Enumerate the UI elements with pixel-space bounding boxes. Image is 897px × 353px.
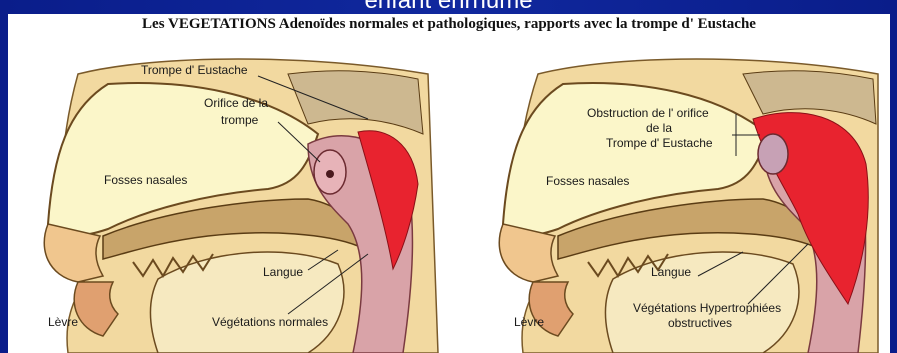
right-tube-orifice bbox=[758, 134, 788, 174]
illustration-plate: Les VEGETATIONS Adenoïdes normales et pa… bbox=[8, 14, 890, 353]
right-label-obstruction-1: Obstruction de l' orifice bbox=[587, 106, 709, 120]
left-label-levre: Lèvre bbox=[48, 315, 78, 329]
left-label-orifice-1: Orifice de la bbox=[204, 96, 268, 110]
right-label-langue: Langue bbox=[651, 265, 691, 279]
left-label-vegetations: Végétations normales bbox=[212, 315, 328, 329]
right-label-obstruction-2: de la bbox=[646, 121, 672, 135]
left-label-langue: Langue bbox=[263, 265, 303, 279]
left-label-fosses: Fosses nasales bbox=[104, 173, 187, 187]
left-head: Trompe d' Eustache Orifice de la trompe … bbox=[44, 59, 438, 353]
anatomy-illustrations: Trompe d' Eustache Orifice de la trompe … bbox=[8, 14, 890, 353]
right-label-fosses: Fosses nasales bbox=[546, 174, 629, 188]
left-label-trompe: Trompe d' Eustache bbox=[141, 63, 248, 77]
right-head: Obstruction de l' orifice de la Trompe d… bbox=[499, 59, 878, 353]
right-label-obstruction-3: Trompe d' Eustache bbox=[606, 136, 713, 150]
right-label-vegetations-1: Végétations Hypertrophiées bbox=[633, 301, 781, 315]
right-label-vegetations-2: obstructives bbox=[668, 316, 732, 330]
left-label-orifice-2: trompe bbox=[221, 113, 259, 127]
right-label-levre: Lèvre bbox=[514, 315, 544, 329]
slide-title: enfant enrhumé bbox=[0, 0, 897, 15]
